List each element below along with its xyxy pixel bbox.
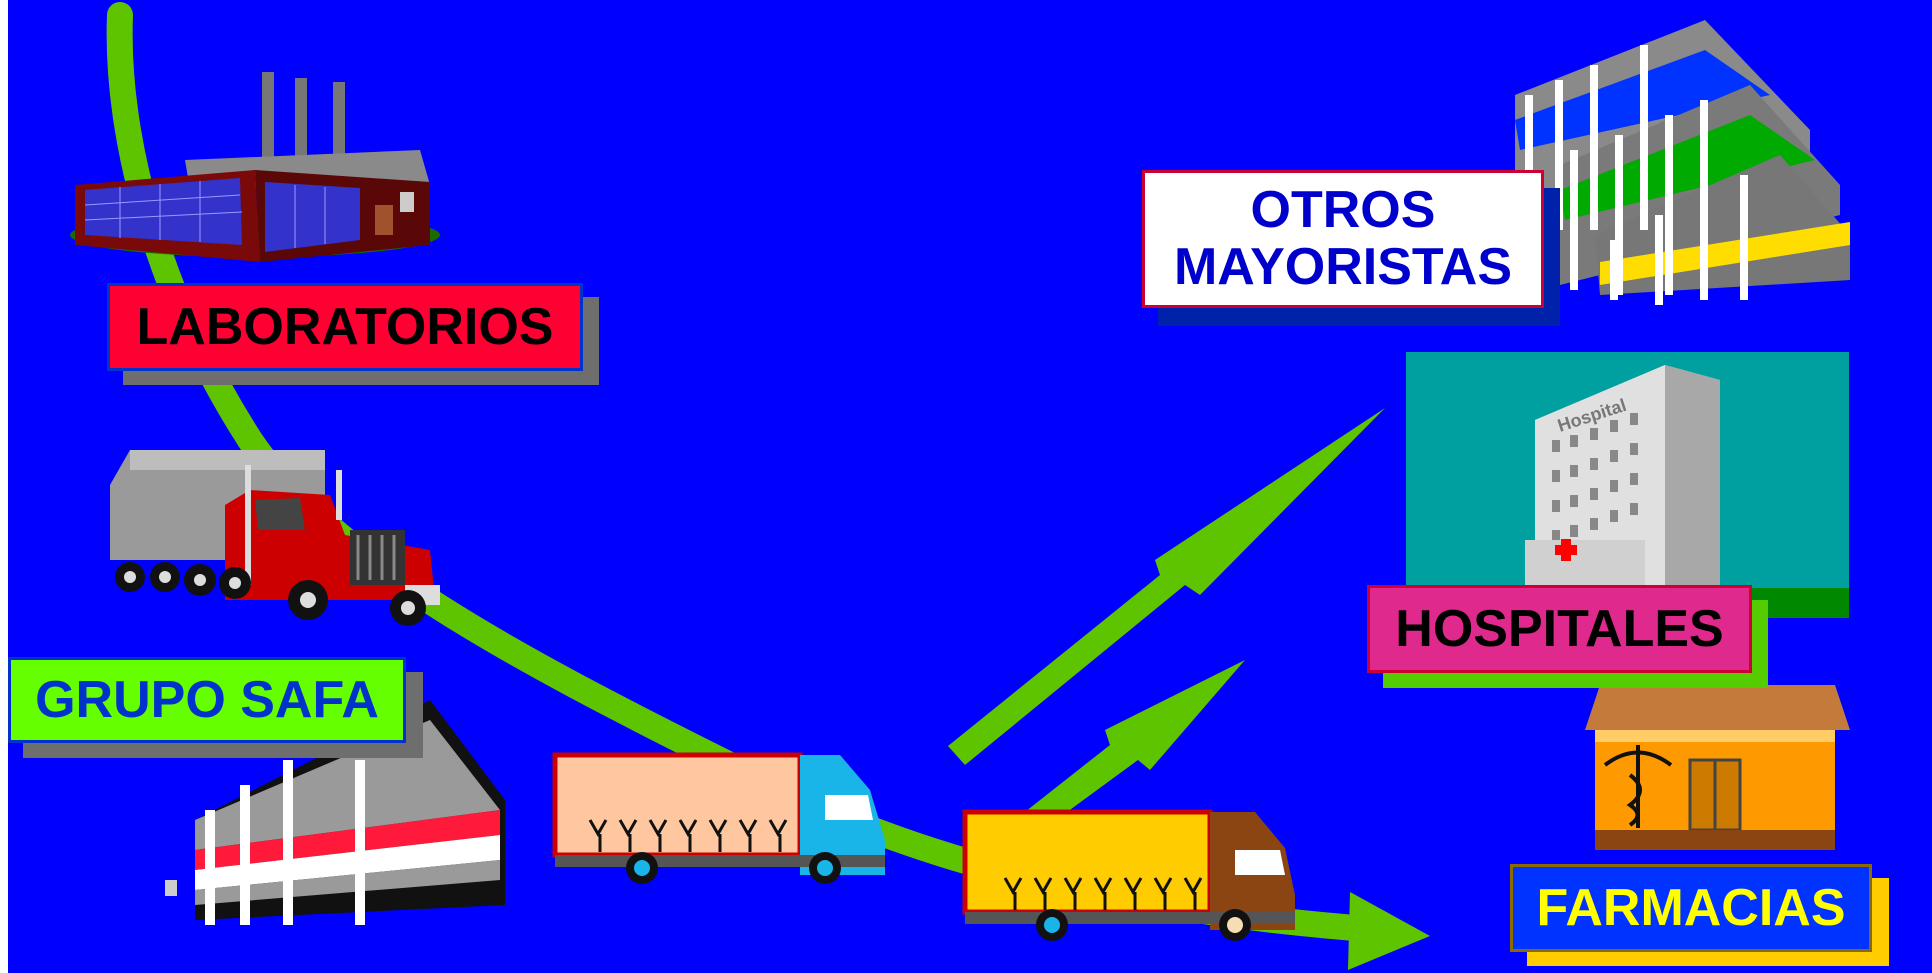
arrowhead-farmacias bbox=[1348, 892, 1430, 970]
otros-mayoristas-line1: OTROS bbox=[1250, 180, 1436, 239]
otros-mayoristas-line2: MAYORISTAS bbox=[1173, 238, 1513, 296]
otros-mayoristas-label: OTROS MAYORISTAS bbox=[1142, 170, 1544, 308]
farmacias-label: FARMACIAS bbox=[1510, 864, 1872, 952]
grupo-safa-label: GRUPO SAFA bbox=[8, 657, 406, 743]
arrow-hospitales bbox=[1002, 660, 1245, 848]
arrow-otros-mayoristas bbox=[948, 408, 1385, 765]
hospitales-label: HOSPITALES bbox=[1367, 585, 1752, 673]
laboratorios-label: LABORATORIOS bbox=[107, 283, 583, 371]
